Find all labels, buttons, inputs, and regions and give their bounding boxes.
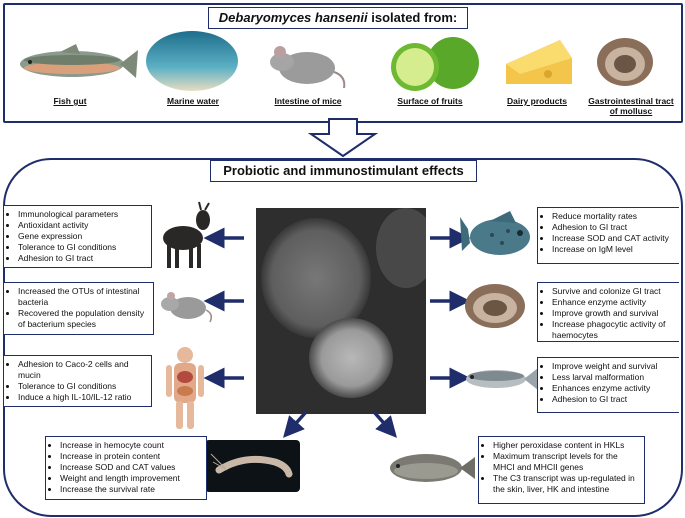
source-label-marine-water: Marine water [167, 96, 219, 106]
effect-item: Recovered the population density of bact… [18, 308, 149, 330]
abalone-shell-image [465, 284, 525, 328]
effect-item: Tolerance to GI conditions [18, 242, 147, 253]
effect-item: The C3 transcript was up-regulated in th… [493, 473, 640, 495]
effect-item: Less larval malformation [552, 372, 675, 383]
tilapia-image [390, 454, 475, 482]
effect-item: Adhesion to Caco-2 cells and mucin [18, 359, 147, 381]
grouper-fish-image [460, 211, 530, 255]
effect-item: Improve growth and survival [552, 308, 675, 319]
effect-item: Increase SOD and CAT activity [552, 233, 675, 244]
effect-item: Improve weight and survival [552, 361, 675, 372]
effect-item: Increase the survival rate [60, 484, 202, 495]
mouse-image [270, 46, 346, 89]
effect-item: Survive and colonize GI tract [552, 286, 675, 297]
effects-panel [3, 158, 683, 517]
effect-item: Increase in hemocyte count [60, 440, 202, 451]
source-label-fruits: Surface of fruits [397, 96, 463, 106]
source-label-dairy: Dairy products [507, 96, 567, 106]
goat-effects-box: Immunological parameters Antioxidant act… [4, 205, 152, 268]
effect-item: Gene expression [18, 231, 147, 242]
effect-item: Adhesion to GI tract [18, 253, 147, 264]
tilapia-effects-box: Higher peroxidase content in HKLs Maximu… [478, 436, 645, 504]
abalone-effects-box: Survive and colonize GI tract Enhance en… [537, 282, 679, 342]
mouse-effect-image [161, 292, 213, 323]
down-arrow-icon [307, 118, 379, 158]
mollusc-shell-image [597, 38, 653, 86]
seabass-effects-box: Improve weight and survival Less larval … [537, 357, 679, 413]
effect-item: Increase SOD and CAT values [60, 462, 202, 473]
effect-item: Enhances enzyme activity [552, 383, 675, 394]
source-label-intestine-mice: Intestine of mice [274, 96, 342, 106]
human-anatomy-image [166, 347, 204, 429]
grouper-effects-box: Reduce mortality rates Adhesion to GI tr… [537, 207, 679, 264]
effect-item: Maximum transcript levels for the MHCI a… [493, 451, 640, 473]
effect-item: Increase in protein content [60, 451, 202, 462]
trout-image [20, 44, 138, 78]
effect-item: Antioxidant activity [18, 220, 147, 231]
seabass-image [466, 368, 538, 390]
shrimp-image [205, 440, 300, 492]
effect-item: Increase phagocytic activity of haemocyt… [552, 319, 675, 341]
effect-item: Reduce mortality rates [552, 211, 675, 222]
human-effects-box: Adhesion to Caco-2 cells and mucin Toler… [4, 355, 152, 407]
marine-water-image [146, 31, 238, 91]
species-name: Debaryomyces hansenii [218, 10, 368, 25]
effect-item: Adhesion to GI tract [552, 222, 675, 233]
effect-item: Higher peroxidase content in HKLs [493, 440, 640, 451]
source-label-fish-gut: Fish gut [53, 96, 87, 106]
effect-item: Adhesion to GI tract [552, 394, 675, 405]
effects-title: Probiotic and immunostimulant effects [210, 160, 477, 182]
effect-item: Tolerance to GI conditions [18, 381, 147, 392]
effect-item: Increase on IgM level [552, 244, 675, 255]
source-label-mollusc: Gastrointestinal tract of mollusc [588, 96, 674, 116]
sources-title-rest: isolated from: [367, 10, 458, 25]
shrimp-effects-box: Increase in hemocyte count Increase in p… [45, 436, 207, 500]
effect-item: Increased the OTUs of intestinal bacteri… [18, 286, 149, 308]
cheese-image [506, 40, 572, 84]
limes-image [391, 37, 479, 91]
effect-item: Induce a high IL-10/IL-12 ratio [18, 392, 147, 403]
sources-title: Debaryomyces hansenii isolated from: [208, 7, 468, 29]
effect-item: Weight and length improvement [60, 473, 202, 484]
effect-item: Enhance enzyme activity [552, 297, 675, 308]
effect-item: Immunological parameters [18, 209, 147, 220]
goat-image [163, 201, 210, 268]
yeast-micrograph [256, 208, 426, 414]
mouse-effects-box: Increased the OTUs of intestinal bacteri… [4, 282, 154, 335]
